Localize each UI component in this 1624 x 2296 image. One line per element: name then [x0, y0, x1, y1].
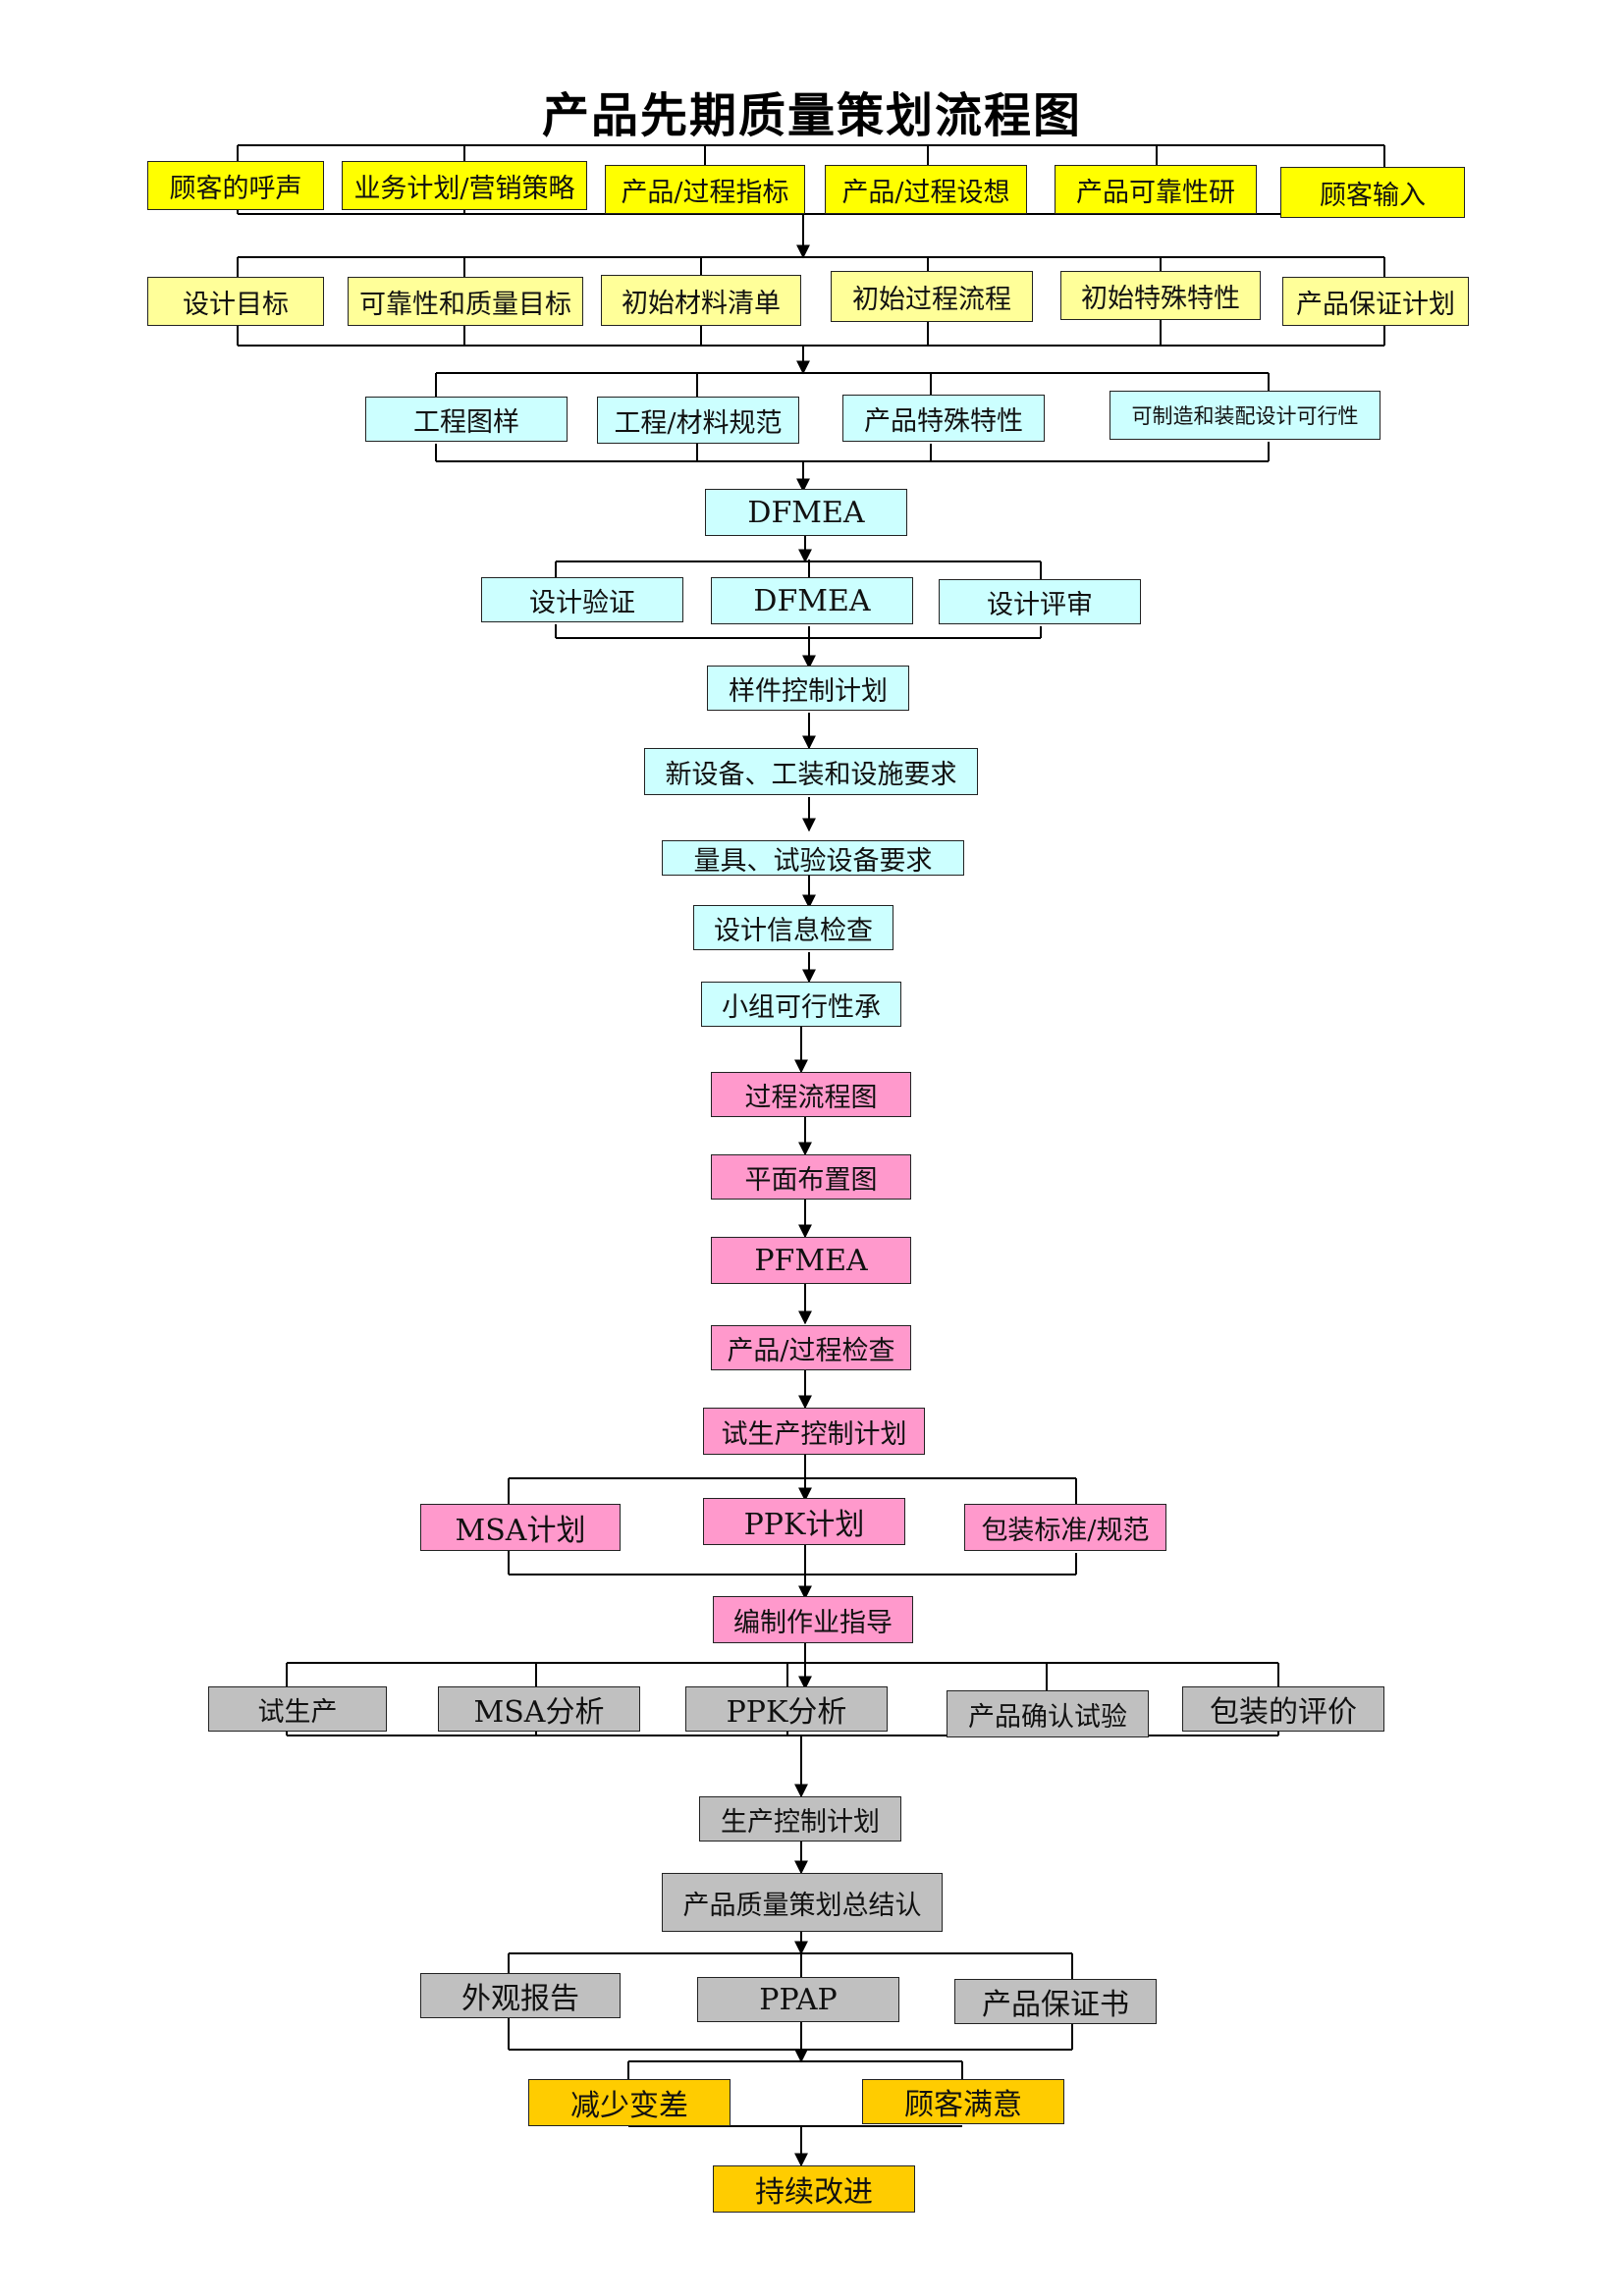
node-trial-production: 试生产 — [208, 1686, 387, 1732]
node-dfma-feasibility: 可制造和装配设计可行性 — [1110, 391, 1380, 440]
node-production-control-plan: 生产控制计划 — [699, 1796, 901, 1842]
node-continuous-improvement: 持续改进 — [713, 2165, 915, 2213]
node-voice-of-customer: 顾客的呼声 — [147, 161, 324, 210]
node-new-equipment-requirements: 新设备、工装和设施要求 — [644, 748, 978, 795]
node-product-warranty: 产品保证书 — [954, 1979, 1157, 2024]
node-business-plan: 业务计划/营销策略 — [342, 161, 587, 210]
node-product-process-assumptions: 产品/过程设想 — [825, 165, 1027, 214]
node-reliability-study: 产品可靠性研 — [1055, 165, 1257, 214]
node-appearance-report: 外观报告 — [420, 1973, 621, 2018]
node-reduced-variation: 减少变差 — [528, 2079, 731, 2126]
node-dfmea: DFMEA — [711, 577, 913, 624]
node-team-feasibility: 小组可行性承 — [701, 982, 901, 1027]
node-reliability-quality-goals: 可靠性和质量目标 — [348, 277, 583, 326]
page-title: 产品先期质量策划流程图 — [541, 88, 1082, 143]
node-work-instruction: 编制作业指导 — [713, 1596, 913, 1643]
node-design-review: 设计评审 — [939, 579, 1141, 624]
node-floor-plan-layout: 平面布置图 — [711, 1154, 911, 1200]
node-dfmea-top: DFMEA — [705, 489, 907, 536]
node-product-validation-test: 产品确认试验 — [947, 1690, 1149, 1737]
node-engineering-material-specs: 工程/材料规范 — [597, 397, 799, 444]
node-product-process-check: 产品/过程检查 — [711, 1325, 911, 1370]
node-msa-plan: MSA计划 — [420, 1504, 621, 1551]
node-prelaunch-control-plan: 试生产控制计划 — [703, 1408, 925, 1455]
node-msa-analysis: MSA分析 — [438, 1686, 640, 1732]
node-design-goals: 设计目标 — [147, 277, 324, 326]
node-process-flow-chart: 过程流程图 — [711, 1072, 911, 1117]
node-packaging-standards: 包装标准/规范 — [964, 1504, 1166, 1551]
node-product-process-benchmark: 产品/过程指标 — [605, 165, 805, 214]
node-preliminary-process-flow: 初始过程流程 — [831, 271, 1033, 322]
node-product-special-characteristics: 产品特殊特性 — [842, 395, 1045, 442]
node-design-verification: 设计验证 — [481, 577, 683, 622]
node-customer-input: 顾客输入 — [1280, 167, 1465, 218]
node-customer-satisfaction: 顾客满意 — [862, 2079, 1064, 2124]
node-gauge-test-equipment: 量具、试验设备要求 — [662, 840, 964, 876]
node-product-assurance-plan: 产品保证计划 — [1282, 277, 1469, 326]
node-preliminary-bom: 初始材料清单 — [601, 275, 801, 326]
node-preliminary-special-characteristics: 初始特殊特性 — [1060, 271, 1261, 320]
node-ppap: PPAP — [697, 1977, 899, 2022]
node-prototype-control-plan: 样件控制计划 — [707, 666, 909, 711]
node-quality-planning-signoff: 产品质量策划总结认 — [662, 1873, 943, 1932]
node-ppk-plan: PPK计划 — [703, 1498, 905, 1545]
node-engineering-drawings: 工程图样 — [365, 397, 568, 442]
node-pfmea: PFMEA — [711, 1237, 911, 1284]
node-ppk-analysis: PPK分析 — [685, 1686, 888, 1732]
node-packaging-evaluation: 包装的评价 — [1182, 1686, 1384, 1732]
node-design-info-check: 设计信息检查 — [693, 905, 893, 950]
